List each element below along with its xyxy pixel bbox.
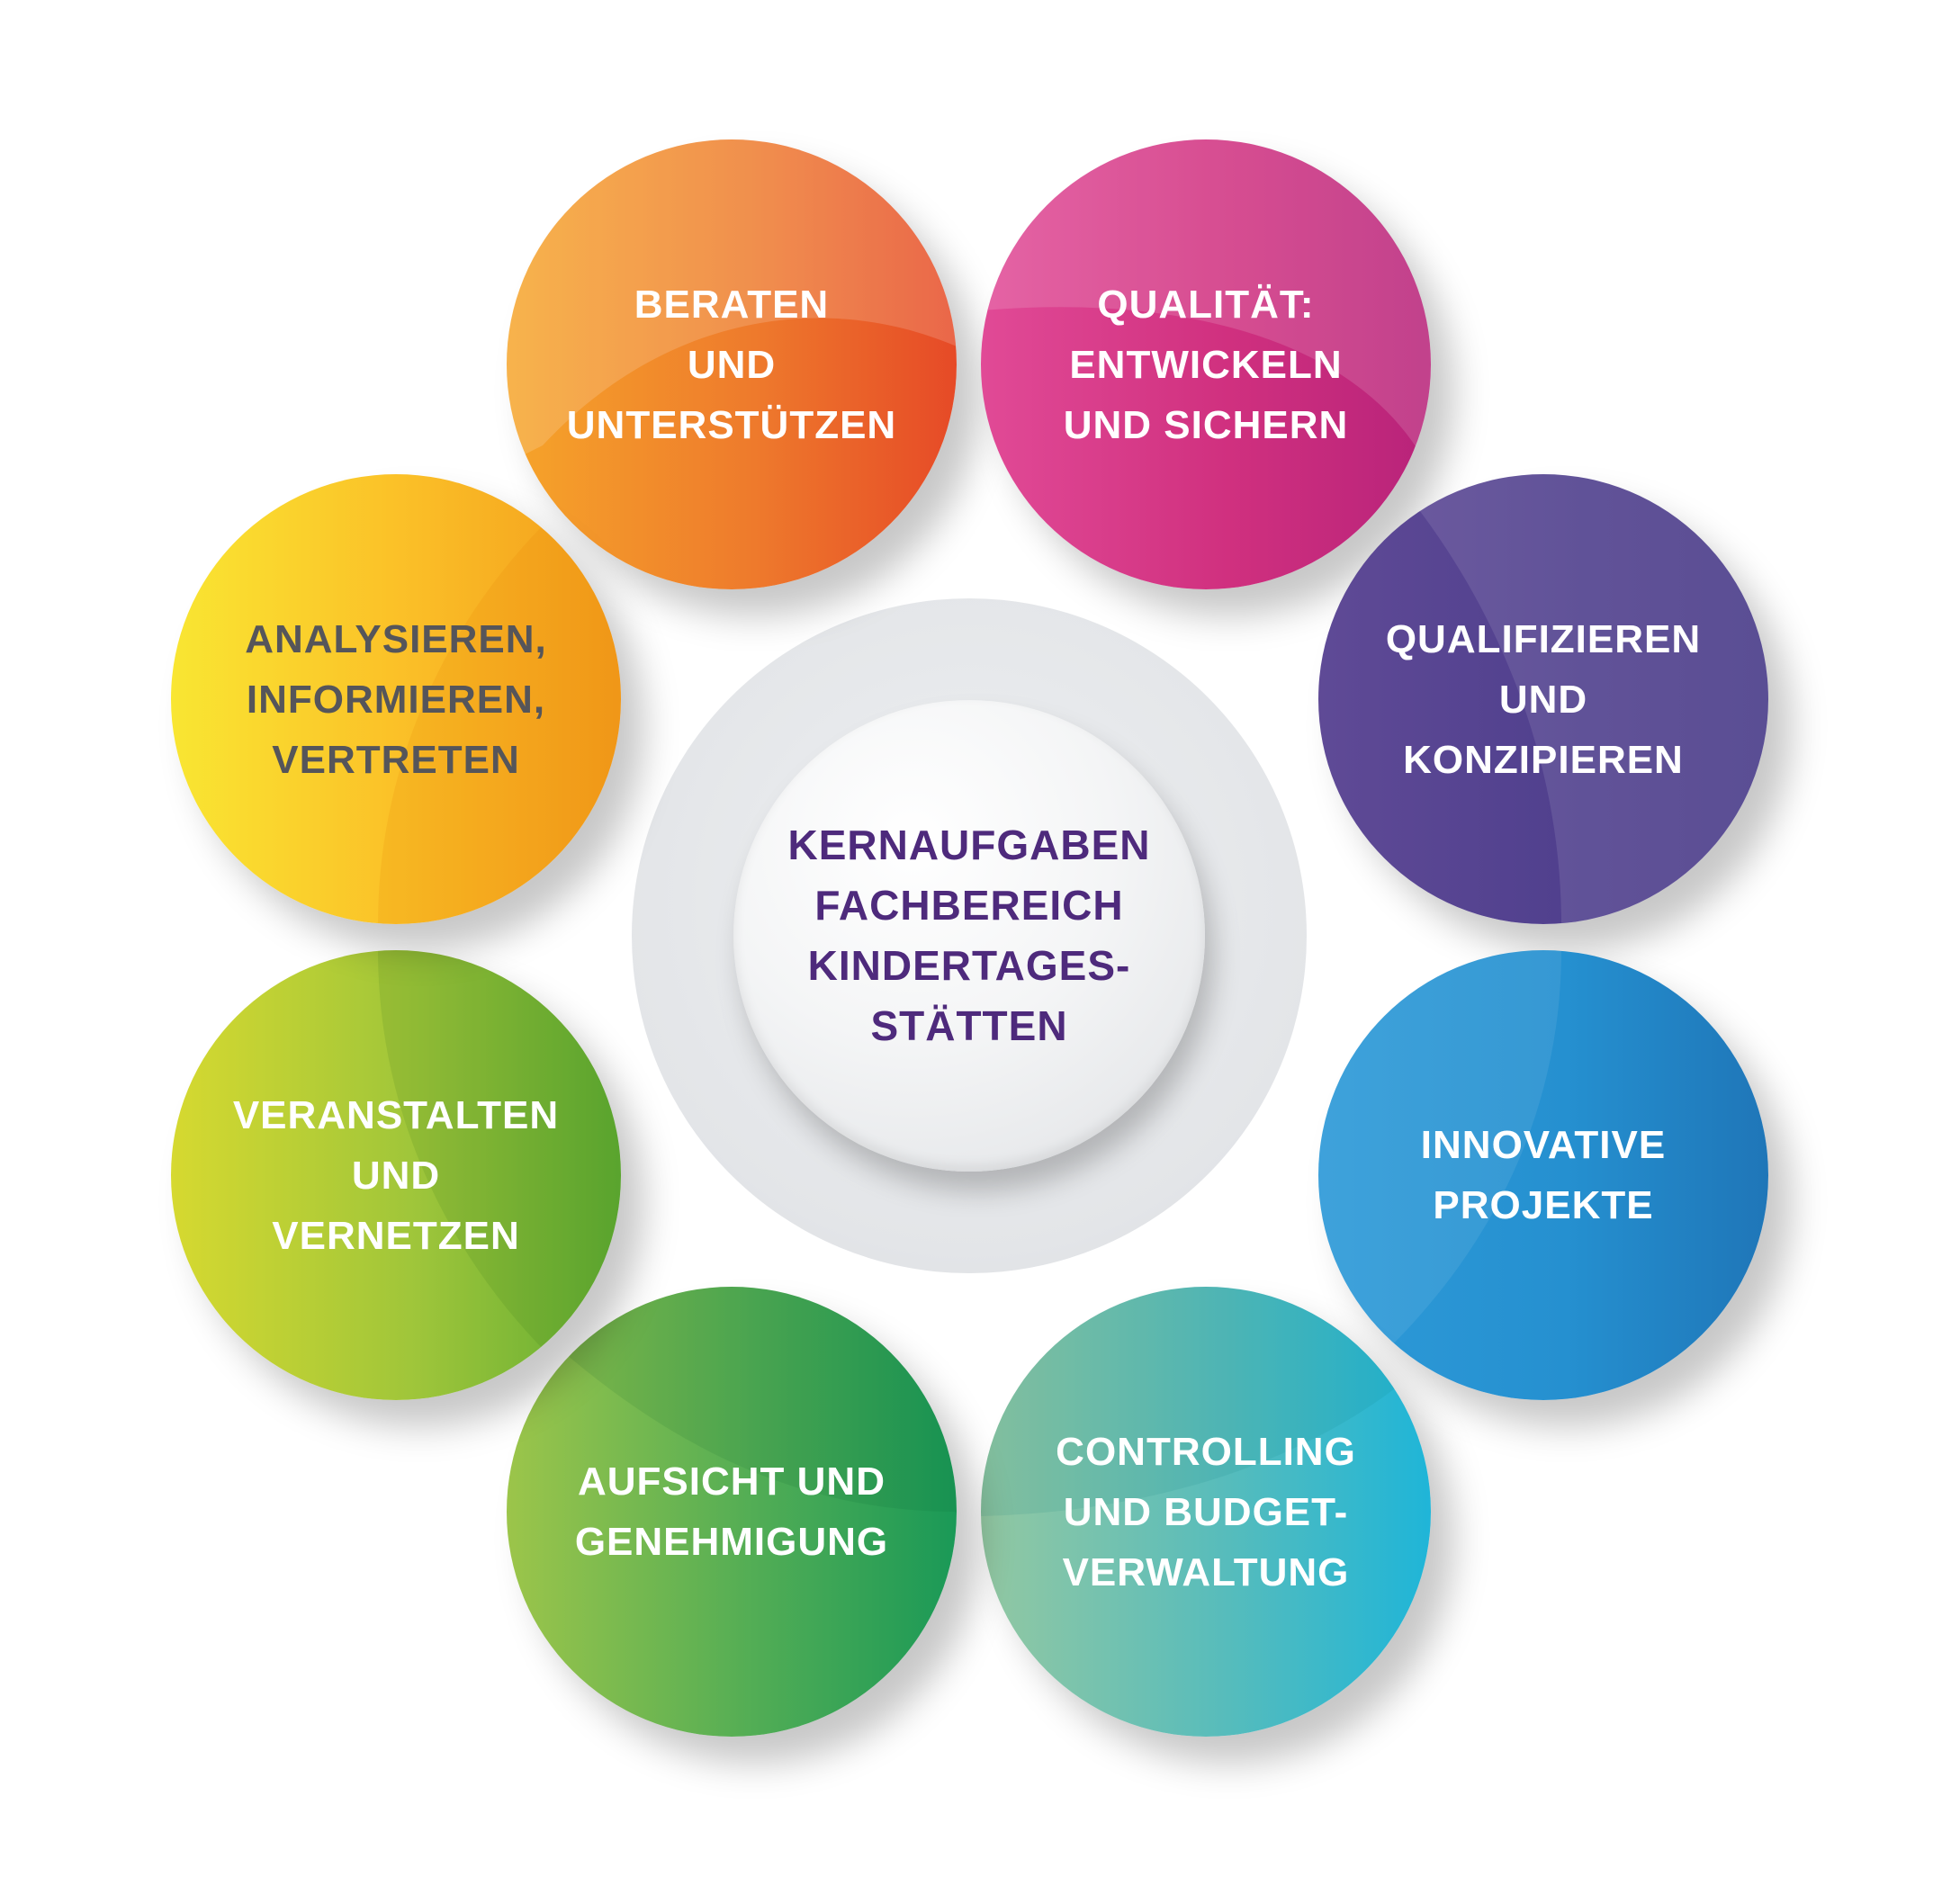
node-label: QUALIFIZIEREN UND KONZIPIEREN (1386, 609, 1701, 790)
node-label: AUFSICHT UND GENEHMIGUNG (575, 1451, 888, 1572)
node-label-line: VERWALTUNG (1062, 1549, 1350, 1594)
node-label-line: PROJEKTE (1433, 1183, 1654, 1227)
node-label: BERATEN UND UNTERSTÜTZEN (567, 274, 896, 455)
node-label-line: AUFSICHT UND (578, 1459, 886, 1504)
node-label-line: ANALYSIEREN, (245, 616, 547, 661)
node-veranstalten: VERANSTALTEN UND VERNETZEN (171, 950, 621, 1400)
node-label-line: INFORMIEREN, (246, 677, 546, 722)
node-label-line: CONTROLLING (1056, 1429, 1356, 1474)
node-label: VERANSTALTEN UND VERNETZEN (233, 1085, 559, 1266)
node-label-line: INNOVATIVE (1420, 1123, 1667, 1167)
node-label: CONTROLLING UND BUDGET- VERWALTUNG (1056, 1422, 1356, 1603)
node-label-line: GENEHMIGUNG (574, 1520, 889, 1564)
center-title-line: KINDERTAGES- (807, 942, 1131, 989)
center-hub: KERNAUFGABEN FACHBEREICH KINDERTAGES- ST… (733, 700, 1205, 1172)
node-label: ANALYSIEREN, INFORMIEREN, VERTRETEN (245, 609, 547, 790)
node-label-line: UND (687, 342, 777, 387)
node-controlling: CONTROLLING UND BUDGET- VERWALTUNG (981, 1287, 1431, 1737)
node-aufsicht: AUFSICHT UND GENEHMIGUNG (507, 1287, 957, 1737)
node-label-line: BERATEN (634, 282, 830, 327)
node-label-line: VERANSTALTEN (232, 1092, 560, 1137)
node-label-line: UND BUDGET- (1063, 1489, 1349, 1534)
node-label-line: ENTWICKELN (1069, 342, 1343, 387)
node-label-line: UNTERSTÜTZEN (566, 402, 897, 447)
node-label-line: UND (1498, 677, 1588, 722)
node-qualitaet: QUALITÄT: ENTWICKELN UND SICHERN (981, 139, 1431, 589)
node-innovative: INNOVATIVE PROJEKTE (1318, 950, 1768, 1400)
center-title-line: FACHBEREICH (814, 882, 1124, 929)
node-label-line: VERTRETEN (272, 737, 520, 782)
node-beraten: BERATEN UND UNTERSTÜTZEN (507, 139, 957, 589)
node-analysieren: ANALYSIEREN, INFORMIEREN, VERTRETEN (171, 474, 621, 924)
node-label-line: QUALIFIZIEREN (1385, 616, 1702, 661)
center-title-line: STÄTTEN (870, 1002, 1068, 1049)
node-label-line: KONZIPIEREN (1403, 737, 1684, 782)
node-label: QUALITÄT: ENTWICKELN UND SICHERN (1064, 274, 1349, 455)
node-label-line: QUALITÄT: (1097, 282, 1315, 327)
node-label-line: UND (351, 1153, 441, 1198)
node-qualifizieren: QUALIFIZIEREN UND KONZIPIEREN (1318, 474, 1768, 924)
center-title: KERNAUFGABEN FACHBEREICH KINDERTAGES- ST… (788, 815, 1151, 1056)
center-title-line: KERNAUFGABEN (787, 822, 1151, 868)
node-label-line: VERNETZEN (272, 1213, 520, 1258)
node-label: INNOVATIVE PROJEKTE (1421, 1115, 1666, 1235)
node-label-line: UND SICHERN (1063, 402, 1349, 447)
